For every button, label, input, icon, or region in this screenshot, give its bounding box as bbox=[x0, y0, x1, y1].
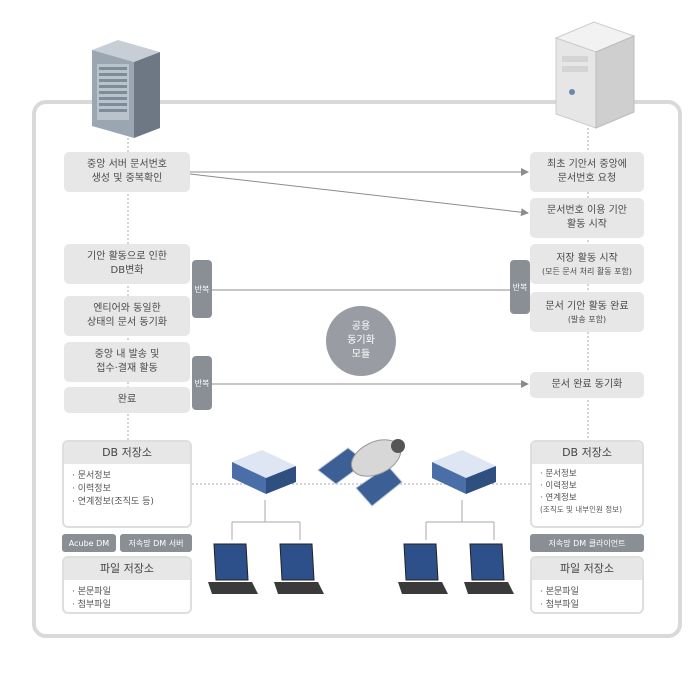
right-step-number-request: 최초 기안서 중앙에 문서번호 요청 bbox=[530, 152, 644, 192]
low-speed-dm-server-tag: 저속망 DM 서버 bbox=[120, 534, 192, 552]
right-step-save-title: 저장 활동 시작 bbox=[556, 252, 618, 264]
repeat-tag-left-bottom: 반복 bbox=[192, 356, 212, 410]
left-step-number-generation: 중앙 서버 문서번호 생성 및 중복확인 bbox=[64, 152, 190, 192]
left-file-list: 본문파일 첨부파일 bbox=[72, 586, 190, 612]
right-step-save-sub: (모든 문서 처리 활동 포함) bbox=[541, 266, 632, 276]
right-file-item: 본문파일 bbox=[540, 586, 642, 599]
right-db-item: 이력정보 bbox=[540, 480, 642, 492]
right-lan-line bbox=[425, 500, 495, 540]
left-file-item: 첨부파일 bbox=[72, 599, 190, 612]
left-db-item: 문서정보 bbox=[72, 470, 190, 483]
left-file-title: 파일 저장소 bbox=[64, 558, 190, 580]
right-step-drafting-title: 문서 기안 활동 완료 bbox=[545, 300, 629, 312]
left-db-item: 연계정보(조직도 등) bbox=[72, 496, 190, 509]
right-db-title: DB 저장소 bbox=[532, 442, 642, 464]
low-speed-dm-client-tag: 저속망 DM 클라이언트 bbox=[530, 534, 644, 552]
left-db-list: 문서정보 이력정보 연계정보(조직도 등) bbox=[72, 470, 190, 509]
right-db-item: 문서정보 bbox=[540, 468, 642, 480]
right-step-start-drafting: 문서번호 이용 기안 활동 시작 bbox=[530, 198, 644, 238]
right-step-drafting-sub: (발송 포함) bbox=[567, 314, 607, 324]
left-file-item: 본문파일 bbox=[72, 586, 190, 599]
right-file-list: 본문파일 첨부파일 bbox=[540, 586, 642, 612]
right-step-completion-sync: 문서 완료 동기화 bbox=[530, 372, 644, 398]
right-db-list: 문서정보 이력정보 연계정보 (조직도 및 내부인원 정보) bbox=[540, 468, 642, 516]
left-step-document-sync: 엔티어와 동일한 상태의 문서 동기화 bbox=[64, 296, 190, 336]
right-db-storage: DB 저장소 문서정보 이력정보 연계정보 (조직도 및 내부인원 정보) bbox=[530, 440, 644, 528]
shared-sync-module: 공용 동기화 모듈 bbox=[326, 306, 396, 376]
right-db-item: 연계정보 bbox=[540, 492, 642, 504]
left-db-storage: DB 저장소 문서정보 이력정보 연계정보(조직도 등) bbox=[62, 440, 192, 528]
repeat-tag-right: 반복 bbox=[510, 260, 530, 314]
right-step-drafting-complete: 문서 기안 활동 완료 (발송 포함) bbox=[530, 292, 644, 332]
diagram-frame bbox=[32, 100, 682, 638]
left-file-storage: 파일 저장소 본문파일 첨부파일 bbox=[62, 556, 192, 614]
right-step-save-activity: 저장 활동 시작 (모든 문서 처리 활동 포함) bbox=[530, 244, 644, 284]
left-db-title: DB 저장소 bbox=[64, 442, 190, 464]
left-lan-line bbox=[231, 500, 301, 540]
right-file-title: 파일 저장소 bbox=[532, 558, 642, 580]
repeat-tag-left-top: 반복 bbox=[192, 260, 212, 318]
right-file-storage: 파일 저장소 본문파일 첨부파일 bbox=[530, 556, 644, 614]
right-file-item: 첨부파일 bbox=[540, 599, 642, 612]
acube-dm-tag: Acube DM bbox=[62, 534, 116, 552]
left-step-approval: 중앙 내 발송 및 접수·결재 활동 bbox=[64, 342, 190, 382]
right-db-sub: (조직도 및 내부인원 정보) bbox=[540, 505, 623, 514]
arrow-start-drafting bbox=[189, 173, 529, 217]
left-step-db-change: 기안 활동으로 인한 DB변화 bbox=[64, 244, 190, 284]
left-db-item: 이력정보 bbox=[72, 483, 190, 496]
left-step-complete: 완료 bbox=[64, 387, 190, 413]
